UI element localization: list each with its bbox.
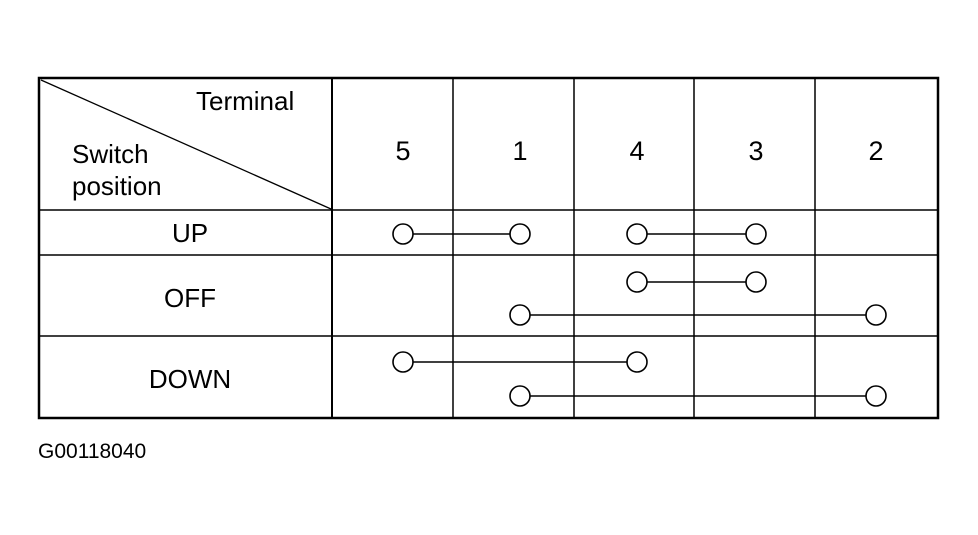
terminal-5-header: 5 [395, 136, 410, 166]
connection-up-5-1-terminal-5-dot [392, 223, 414, 245]
connection-down-1-2-terminal-1-dot [509, 385, 531, 407]
position-header-label: position [72, 171, 162, 201]
connection-off-4-3-terminal-4-dot [626, 271, 648, 293]
table-grid [37, 76, 940, 420]
table-border [37, 76, 940, 420]
position-label-up: UP [172, 218, 208, 248]
terminal-4-header: 4 [629, 136, 644, 166]
connection-off-1-2-terminal-2-dot [865, 304, 887, 326]
header-diagonal [40, 79, 332, 210]
connection-off-4-3-terminal-3-dot [745, 271, 767, 293]
position-label-off: OFF [164, 283, 216, 313]
connection-up-5-1-terminal-1-dot [509, 223, 531, 245]
terminal-header-label: Terminal [196, 86, 294, 116]
terminal-3-header: 3 [748, 136, 763, 166]
connection-up-4-3-terminal-4-dot [626, 223, 648, 245]
figure-id: G00118040 [38, 440, 146, 463]
connection-up-4-3-terminal-3-dot [745, 223, 767, 245]
connection-down-5-4-terminal-5-dot [392, 351, 414, 373]
terminal-2-header: 2 [868, 136, 883, 166]
continuity-connections [392, 223, 887, 407]
connection-off-1-2-terminal-1-dot [509, 304, 531, 326]
terminal-headers: 5 1 4 3 2 [395, 136, 883, 166]
connection-down-5-4-terminal-4-dot [626, 351, 648, 373]
switch-header-label: Switch [72, 139, 149, 169]
position-label-down: DOWN [149, 364, 231, 394]
connection-down-1-2-terminal-2-dot [865, 385, 887, 407]
terminal-1-header: 1 [512, 136, 527, 166]
switch-position-labels: UP OFF DOWN [149, 218, 231, 394]
